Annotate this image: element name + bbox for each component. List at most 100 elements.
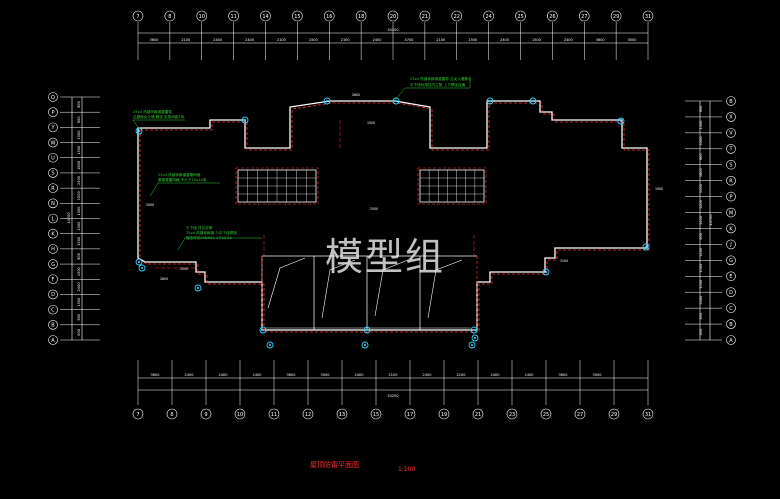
bottom-dim-value: 3600 xyxy=(287,373,296,377)
down-conductor-marker xyxy=(323,97,331,105)
left-axis-bubble xyxy=(48,259,58,269)
right-axis-bubble xyxy=(726,287,736,298)
right-dim-value: 900 xyxy=(699,313,703,320)
right-axis-label: T xyxy=(728,147,733,153)
bottom-axis-label: 11 xyxy=(271,412,277,418)
left-dim-value: 2400 xyxy=(77,222,81,231)
skylight-grid-right xyxy=(417,167,487,205)
down-conductor-marker xyxy=(471,334,479,342)
bottom-dim-value: 3600 xyxy=(559,373,568,377)
top-dim-value: 3600 xyxy=(596,38,605,42)
plan-dimension-labels: 2600 1500 2500 2000 1900 2800 3100 2500 xyxy=(146,93,663,281)
right-axis-bubble xyxy=(726,144,736,154)
down-conductor-dot xyxy=(197,287,199,289)
right-axis-bubble xyxy=(726,271,736,282)
bottom-dim-value: 3000 xyxy=(321,373,330,377)
right-axis-label: D xyxy=(729,290,733,296)
top-dim-value: 3600 xyxy=(149,38,158,42)
left-axis-bubble xyxy=(48,274,58,285)
down-conductor-dot xyxy=(138,130,140,132)
bottom-dim-value: 2400 xyxy=(253,373,262,377)
left-axis-label: L xyxy=(52,216,55,222)
top-axis-bubble xyxy=(387,10,399,22)
skylight-frame-strip xyxy=(417,167,487,205)
left-axis-bubble xyxy=(48,107,58,117)
down-conductor-dot xyxy=(138,261,140,263)
top-dim-value: 2400 xyxy=(245,38,254,42)
right-axis-label: P xyxy=(729,194,732,200)
down-conductor-marker xyxy=(361,341,369,349)
down-conductor-marker xyxy=(468,341,476,349)
left-dim-value: 1500 xyxy=(77,146,81,155)
down-conductor-marker xyxy=(363,326,371,334)
bottom-axis-bubble xyxy=(302,408,314,420)
right-dim-value: 900 xyxy=(699,106,703,113)
bottom-axis-label: 19 xyxy=(441,412,447,418)
top-axis-bubble xyxy=(164,10,176,22)
left-axis-label: N xyxy=(51,201,55,207)
bottom-dim-value: 2400 xyxy=(219,373,228,377)
top-axis-label: 21 xyxy=(422,14,428,20)
top-axis-label: 15 xyxy=(294,14,300,20)
left-axis-bubble xyxy=(48,228,58,239)
note-mid-left-line2: 屋面避雷网格 不大于10x10米 xyxy=(158,177,207,182)
bottom-dim-value: 2400 xyxy=(185,373,194,377)
down-conductor-marker xyxy=(138,264,146,272)
left-dim-value: 1500 xyxy=(77,206,81,215)
roof-outline xyxy=(137,100,650,333)
down-conductor-dot xyxy=(474,337,476,339)
left-axis-bubble xyxy=(48,320,58,330)
top-axis-label: 31 xyxy=(645,14,651,20)
right-axis-bubble xyxy=(726,335,736,345)
bottom-axis-label: 17 xyxy=(407,412,413,418)
bottom-dim-value: 3000 xyxy=(593,373,602,377)
top-axis-bubble xyxy=(228,10,239,22)
top-axis-label: 20 xyxy=(390,14,396,20)
right-dim-value: 1200 xyxy=(699,200,703,209)
bottom-dim-value: 3600 xyxy=(151,373,160,377)
top-axis-label: 26 xyxy=(549,14,555,20)
down-conductor-marker xyxy=(542,268,550,276)
bottom-axis-bubble xyxy=(336,408,348,420)
right-axis-bubble xyxy=(726,303,736,313)
right-dim-value: 1500 xyxy=(699,184,703,193)
left-axis-bubble xyxy=(48,152,58,163)
bottom-axis-label: 13 xyxy=(339,412,345,418)
down-conductor-dot xyxy=(244,119,246,121)
bottom-axis-label: 25 xyxy=(543,412,549,418)
bottom-axis-bubble xyxy=(404,408,416,420)
left-dim-value: 1500 xyxy=(77,191,81,200)
left-axis-label: A xyxy=(51,338,55,344)
right-dim-value: 2400 xyxy=(699,296,703,305)
left-axis-bubble xyxy=(48,168,58,178)
note-top-left-line2: 沿屋面女儿墙 敷设 支架间距1米 xyxy=(133,114,185,119)
right-dim-value: 600 xyxy=(699,329,703,336)
right-dim-total: 14700 xyxy=(709,214,713,225)
right-dim-value: 1800 xyxy=(699,168,703,177)
down-conductor-marker xyxy=(486,97,494,105)
left-axis-bubble xyxy=(48,183,58,193)
bottom-axis-bubble xyxy=(200,408,212,420)
down-conductor-marker xyxy=(135,127,143,135)
down-conductor-dot xyxy=(269,344,271,346)
annotation-text: 25x4 热镀锌扁钢避雷带 沿女儿墙敷设 引下线利用柱内主筋 上下焊接连通 25… xyxy=(133,76,472,240)
top-axis-bubble xyxy=(610,10,622,22)
plan-dim-7: 2500 xyxy=(180,267,188,271)
top-axis-label: 22 xyxy=(454,14,460,20)
left-dim-value: 1500 xyxy=(77,237,81,246)
down-conductor-dot xyxy=(262,329,264,331)
down-conductor-marker xyxy=(194,284,202,292)
right-axis-label: B xyxy=(729,99,733,105)
top-dim-value: 4700 xyxy=(404,38,413,42)
top-axis-bubble xyxy=(642,10,654,22)
axis-system xyxy=(60,22,722,405)
left-dim-value: 900 xyxy=(77,101,81,108)
top-dim-value: 2100 xyxy=(436,38,445,42)
note-top-right-line2: 引下线利用柱内主筋 上下焊接连通 xyxy=(410,82,465,87)
left-dim-value: 1500 xyxy=(77,267,81,276)
left-dim-value: 1500 xyxy=(77,298,81,307)
left-axis-label: Y xyxy=(50,125,55,131)
left-axis-bubble xyxy=(48,92,58,102)
bottom-axis-label: 15 xyxy=(373,412,379,418)
left-axis-label: G xyxy=(51,262,55,268)
